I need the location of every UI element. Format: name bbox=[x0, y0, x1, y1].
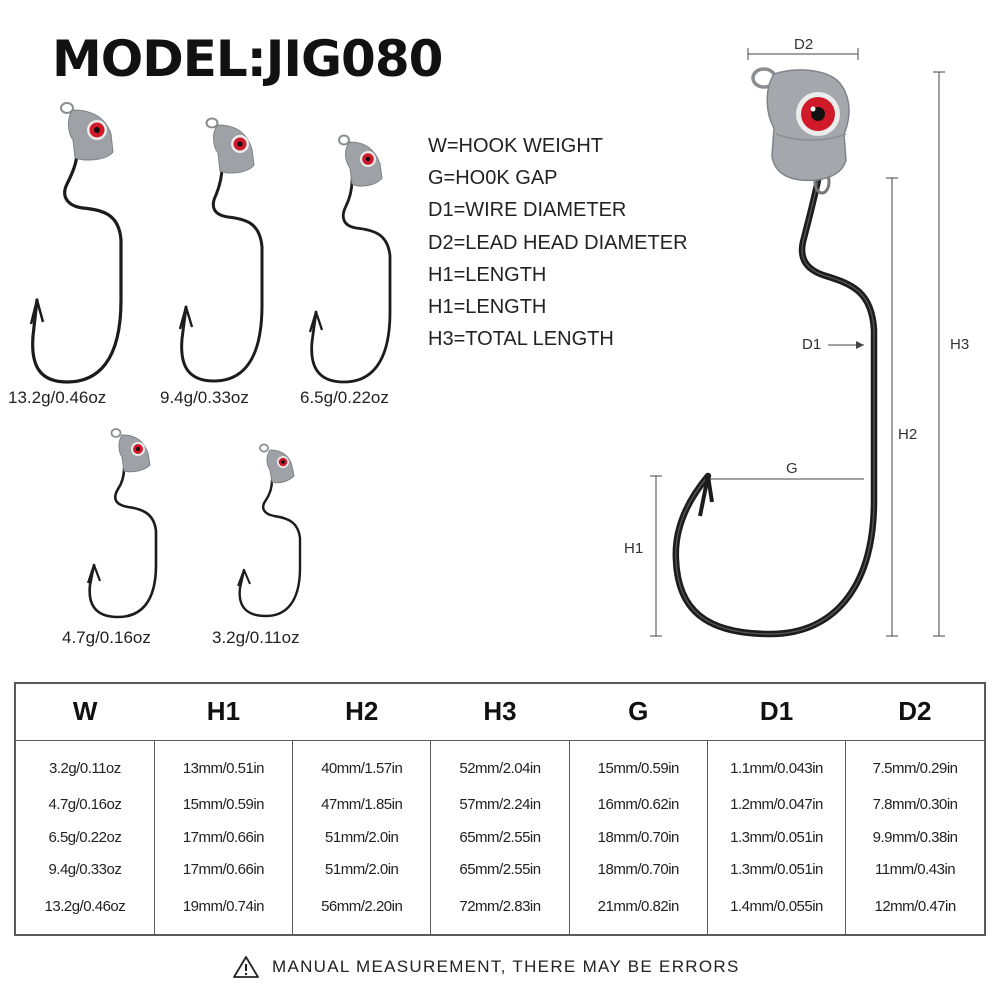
measurement-note: MANUAL MEASUREMENT, THERE MAY BE ERRORS bbox=[232, 954, 740, 980]
column-header-h1: H1 bbox=[154, 684, 293, 741]
table-row: 6.5g/0.22oz 17mm/0.66in 51mm/2.0in 65mm/… bbox=[16, 821, 984, 854]
table-cell: 56mm/2.20in bbox=[292, 886, 431, 934]
table-cell: 4.7g/0.16oz bbox=[48, 796, 122, 814]
table-cell: 65mm/2.55in bbox=[430, 853, 570, 887]
table-row: 3.2g/0.11oz 13mm/0.51in 40mm/1.57in 52mm… bbox=[16, 740, 984, 789]
hook-label: 13.2g/0.46oz bbox=[8, 388, 107, 407]
warning-icon bbox=[233, 956, 259, 978]
table-cell: 1.3mm/0.051in bbox=[706, 853, 846, 887]
spec-table: W H1 H2 H3 G D1 D2 3.2g/0.11oz 13mm/0.51… bbox=[14, 682, 986, 936]
jig-hook-icon bbox=[178, 117, 264, 383]
column-header-d1: D1 bbox=[707, 684, 846, 741]
hook-label: 3.2g/0.11oz bbox=[212, 628, 300, 647]
dim-label-h2: H2 bbox=[898, 426, 918, 443]
table-cell: 9.9mm/0.38in bbox=[845, 821, 984, 854]
dim-label-g: G bbox=[786, 460, 798, 477]
column-header-h3: H3 bbox=[430, 684, 570, 741]
table-cell: 57mm/2.24in bbox=[430, 788, 570, 822]
table-cell: 12mm/0.47in bbox=[845, 886, 984, 934]
table-cell: 18mm/0.70in bbox=[568, 853, 708, 887]
jig-hook-icon bbox=[308, 134, 392, 384]
legend-item-d2: D2=LEAD HEAD DIAMETER bbox=[428, 231, 688, 254]
jig-hook-icon bbox=[29, 102, 123, 384]
page-title: MODEL:JIG080 bbox=[52, 30, 443, 88]
legend-item-d1: D1=WIRE DIAMETER bbox=[428, 199, 627, 222]
table-row: 9.4g/0.33oz 17mm/0.66in 51mm/2.0in 65mm/… bbox=[16, 853, 984, 887]
dim-label-d1: D1 bbox=[802, 336, 822, 353]
table-cell: 13.2g/0.46oz bbox=[44, 897, 126, 915]
table-cell: 7.8mm/0.30in bbox=[845, 788, 984, 822]
hook-label: 9.4g/0.33oz bbox=[160, 388, 249, 407]
legend-item-g: G=HO0K GAP bbox=[428, 167, 558, 190]
note-text: MANUAL MEASUREMENT, THERE MAY BE ERRORS bbox=[272, 957, 740, 976]
table-cell: 1.2mm/0.047in bbox=[706, 788, 846, 822]
table-cell: 15mm/0.59in bbox=[568, 740, 708, 789]
dim-label-h3: H3 bbox=[950, 336, 970, 353]
table-cell: 65mm/2.55in bbox=[430, 821, 570, 854]
jig-hook-diagram bbox=[650, 48, 945, 638]
jig-hook-icon bbox=[86, 428, 158, 619]
table-cell: 6.5g/0.22oz bbox=[48, 828, 122, 846]
table-cell: 47mm/1.85in bbox=[292, 788, 431, 822]
table-cell: 18mm/0.70in bbox=[568, 821, 708, 854]
table-cell: 51mm/2.0in bbox=[292, 853, 431, 887]
table-cell: 15mm/0.59in bbox=[153, 788, 293, 822]
table-row: 4.7g/0.16oz 15mm/0.59in 47mm/1.85in 57mm… bbox=[16, 788, 984, 822]
table-header-row: W H1 H2 H3 G D1 D2 bbox=[16, 684, 984, 741]
table-cell: 7.5mm/0.29in bbox=[845, 740, 984, 789]
table-cell: 51mm/2.0in bbox=[292, 821, 431, 854]
hook-label: 6.5g/0.22oz bbox=[300, 388, 389, 407]
table-cell: 17mm/0.66in bbox=[153, 821, 293, 854]
legend-item-h1: H1=LENGTH bbox=[428, 263, 547, 286]
table-cell: 9.4g/0.33oz bbox=[48, 861, 122, 879]
legend-item-h3: H3=TOTAL LENGTH bbox=[428, 328, 614, 351]
column-header-d2: D2 bbox=[845, 684, 984, 741]
legend-item-w: W=HOOK WEIGHT bbox=[428, 135, 603, 157]
column-header-w: W bbox=[16, 684, 155, 741]
legend-item-h2: H1=LENGTH bbox=[428, 296, 547, 319]
dimension-diagram: D2 H3 D1 H2 G H1 bbox=[600, 30, 1000, 660]
table-cell: 13mm/0.51in bbox=[153, 740, 293, 789]
table-cell: 11mm/0.43in bbox=[845, 853, 984, 887]
hook-label: 4.7g/0.16oz bbox=[62, 628, 151, 647]
table-cell: 17mm/0.66in bbox=[153, 853, 293, 887]
table-cell: 1.4mm/0.055in bbox=[706, 886, 846, 934]
table-cell: 21mm/0.82in bbox=[568, 886, 708, 934]
column-header-g: G bbox=[569, 684, 708, 741]
dim-label-h1: H1 bbox=[624, 540, 644, 557]
table-cell: 72mm/2.83in bbox=[430, 886, 570, 934]
column-header-h2: H2 bbox=[292, 684, 431, 741]
legend: W=HOOK WEIGHT G=HO0K GAP D1=WIRE DIAMETE… bbox=[428, 130, 688, 355]
table-cell: 3.2g/0.11oz bbox=[48, 760, 121, 778]
table-cell: 1.3mm/0.051in bbox=[706, 821, 846, 854]
table-cell: 1.1mm/0.043in bbox=[706, 740, 846, 789]
dim-label-d2: D2 bbox=[794, 36, 814, 53]
table-row: 13.2g/0.46oz 19mm/0.74in 56mm/2.20in 72m… bbox=[16, 886, 984, 934]
table-cell: 40mm/1.57in bbox=[292, 740, 431, 789]
table-cell: 16mm/0.62in bbox=[568, 788, 708, 822]
table-cell: 19mm/0.74in bbox=[153, 886, 293, 934]
jig-hook-icon bbox=[237, 443, 302, 618]
table-cell: 52mm/2.04in bbox=[430, 740, 570, 789]
